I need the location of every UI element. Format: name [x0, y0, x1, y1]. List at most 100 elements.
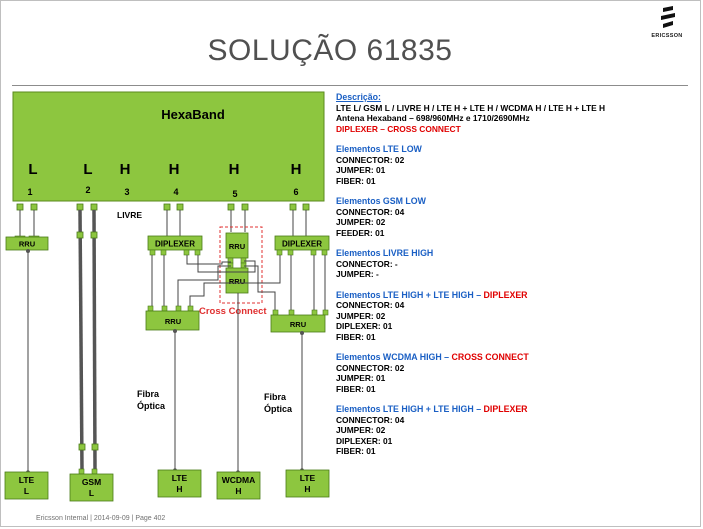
port-5-band: H [229, 161, 240, 178]
fibers [27, 250, 303, 472]
section-wcdma-high: Elementos WCDMA HIGH – CROSS CONNECT CON… [336, 352, 666, 394]
fiber-label-right-2: Óptica [264, 403, 293, 414]
port-4-number: 4 [173, 187, 178, 197]
section-item: CONNECTOR: 04 [336, 300, 405, 310]
section-heading: Elementos GSM LOW [336, 196, 666, 207]
section-lte-low: Elementos LTE LOW CONNECTOR: 02 JUMPER: … [336, 144, 666, 186]
section-lte-high-diplexer-1: Elementos LTE HIGH + LTE HIGH – DIPLEXER… [336, 290, 666, 343]
diplexer-left: DIPLEXER [147, 235, 203, 256]
description-section: Descrição: LTE L/ GSM L / LIVRE H / LTE … [336, 92, 666, 134]
endpoint-wcdma-high: WCDMA H [216, 471, 261, 500]
endpoint-lte-low-line1: LTE [19, 475, 35, 485]
diplexer-right-label: DIPLEXER [282, 240, 322, 249]
description-line-3: DIPLEXER – CROSS CONNECT [336, 123, 461, 134]
section-item: JUMPER: 01 [336, 373, 386, 383]
rru-cross-upper-label: RRU [229, 242, 245, 251]
gsm-feeders [78, 209, 97, 471]
section-item: CONNECTOR: - [336, 258, 398, 269]
section-item: DIPLEXER: 01 [336, 321, 393, 331]
livre-label: LIVRE [117, 210, 142, 220]
brand-name: ERICSSON [651, 33, 683, 39]
section-item: CONNECTOR: 02 [336, 154, 405, 165]
endpoint-lte-high-left: LTE H [157, 469, 202, 498]
rru-lte-low: RRU [5, 235, 49, 251]
description-heading: Descrição: [336, 92, 381, 102]
slide-title: SOLUÇÃO 61835 [207, 34, 453, 67]
endpoint-lte-high-right: LTE H [285, 469, 330, 498]
section-heading-text: Elementos LTE HIGH + LTE HIGH – [336, 404, 484, 414]
section-heading: Elementos LTE HIGH + LTE HIGH – DIPLEXER [336, 404, 666, 415]
section-item: FIBER: 01 [336, 383, 376, 394]
section-heading-text: Elementos GSM LOW [336, 196, 426, 206]
jumpers-top [19, 210, 307, 236]
port-6-number: 6 [293, 187, 298, 197]
ericsson-logo-icon [661, 6, 675, 28]
endpoint-lte-high-right-line1: LTE [300, 473, 316, 483]
endpoint-wcdma-high-line2: H [235, 486, 241, 496]
fiber-label-right-1: Fibra [264, 392, 287, 402]
section-heading-suffix: CROSS CONNECT [451, 352, 529, 362]
endpoint-lte-low: LTE L [4, 471, 49, 500]
diplexer-right: DIPLEXER [274, 235, 330, 256]
antenna-label: HexaBand [161, 107, 225, 122]
section-gsm-low: Elementos GSM LOW CONNECTOR: 04 JUMPER: … [336, 196, 666, 238]
section-item: DIPLEXER: 01 [336, 435, 393, 446]
diplexer-left-label: DIPLEXER [155, 240, 195, 249]
cross-connect-label: Cross Connect [199, 306, 267, 317]
section-heading-text: Elementos LTE LOW [336, 144, 422, 154]
endpoint-gsm-low-line2: L [89, 488, 94, 498]
rru-lte-high-left-label: RRU [165, 317, 181, 326]
section-heading-text: Elementos LTE HIGH + LTE HIGH – [336, 289, 484, 300]
section-heading-text: Elementos WCDMA HIGH – [336, 352, 452, 362]
wiring-diagram: HexaBand L L H H H H 1 2 3 4 5 6 LI [4, 91, 330, 502]
section-heading: Elementos WCDMA HIGH – CROSS CONNECT [336, 352, 666, 363]
rru-lte-high-right: RRU [270, 309, 329, 333]
rru-lte-low-label: RRU [19, 240, 35, 249]
endpoint-lte-high-right-line2: H [304, 484, 310, 494]
rru-cross-lower-label: RRU [229, 277, 245, 286]
section-item: CONNECTOR: 04 [336, 206, 405, 217]
port-2-band: L [83, 161, 92, 178]
fiber-label-left-1: Fibra [137, 389, 160, 399]
rru-cross-lower: RRU [225, 262, 249, 294]
section-heading-suffix: DIPLEXER [483, 404, 528, 414]
section-item: JUMPER: 02 [336, 425, 386, 435]
endpoint-lte-high-left-line1: LTE [172, 473, 188, 483]
antenna-connectors [16, 203, 310, 211]
slide-footer: Ericsson Internal | 2014-09-09 | Page 40… [36, 515, 166, 522]
port-1-number: 1 [27, 187, 32, 197]
endpoint-wcdma-high-line1: WCDMA [222, 475, 256, 485]
description-line-2: Antena Hexaband – 698/960MHz e 1710/2690… [336, 113, 530, 123]
port-4-band: H [169, 161, 180, 178]
port-3-number: 3 [124, 187, 129, 197]
rru-cross-upper: RRU [225, 232, 249, 264]
section-livre-high: Elementos LIVRE HIGH CONNECTOR: - JUMPER… [336, 248, 666, 280]
section-item: FIBER: 01 [336, 175, 376, 186]
rru-lte-high-left: RRU [145, 305, 200, 331]
port-1-band: L [28, 161, 37, 178]
section-item: FEEDER: 01 [336, 227, 385, 238]
section-item: JUMPER: 02 [336, 310, 386, 321]
antenna-block: HexaBand L L H H H H 1 2 3 4 5 6 [12, 91, 325, 202]
section-lte-high-diplexer-2: Elementos LTE HIGH + LTE HIGH – DIPLEXER… [336, 404, 666, 457]
port-6-band: H [291, 161, 302, 178]
section-item: FIBER: 01 [336, 331, 376, 342]
port-2-number: 2 [85, 185, 90, 195]
section-heading-suffix: DIPLEXER [483, 289, 528, 300]
endpoint-gsm-low: GSM L [69, 468, 114, 502]
cross-wiring [151, 255, 326, 310]
section-heading: Elementos LTE LOW [336, 144, 666, 155]
section-heading: Elementos LTE HIGH + LTE HIGH – DIPLEXER [336, 290, 666, 301]
gsm-connectors [76, 231, 99, 451]
endpoint-lte-low-line2: L [24, 486, 29, 496]
endpoint-gsm-low-line1: GSM [82, 477, 101, 487]
section-item: JUMPER: 01 [336, 165, 386, 175]
port-3-band: H [120, 161, 131, 178]
section-item: CONNECTOR: 02 [336, 362, 405, 373]
fiber-label-left-2: Óptica [137, 400, 166, 411]
description-line-1: LTE L/ GSM L / LIVRE H / LTE H + LTE H /… [336, 102, 606, 113]
section-item: JUMPER: - [336, 269, 379, 279]
endpoint-lte-high-left-line2: H [176, 484, 182, 494]
section-heading: Elementos LIVRE HIGH [336, 248, 666, 259]
